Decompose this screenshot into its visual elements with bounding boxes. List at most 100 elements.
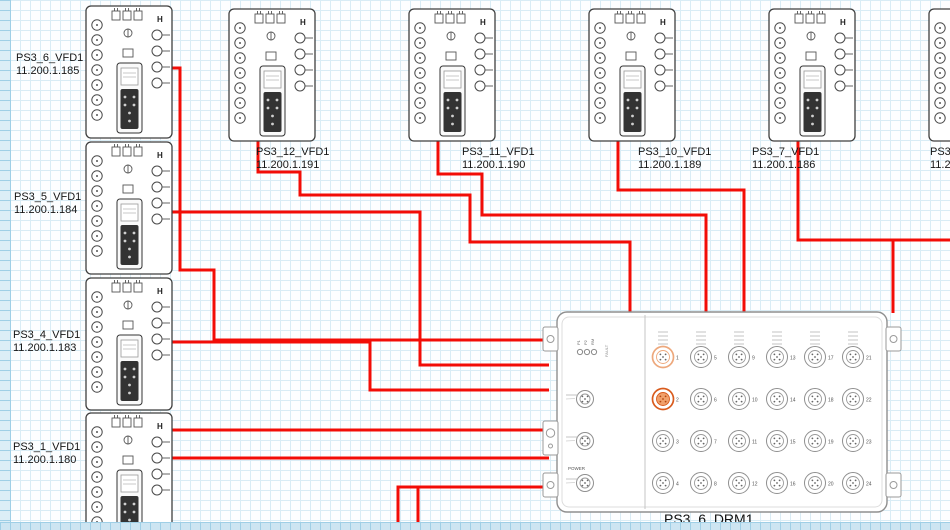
drm-mount-hole: [546, 335, 555, 343]
drm-port-4[interactable]: 4: [652, 472, 680, 494]
vfd-left-terminals[interactable]: [91, 291, 103, 393]
drm-port-number: 4: [676, 482, 679, 488]
vfd-center-symbols-icon: [122, 300, 134, 330]
wire-bottom-a[interactable]: [396, 485, 549, 530]
drm-led-label: P1: [576, 339, 581, 345]
wire-ps3-11[interactable]: [436, 141, 708, 313]
drm-port-19[interactable]: 19: [804, 430, 834, 452]
vfd-device-PS3_11_VFD1[interactable]: H: [408, 8, 496, 142]
vfd-left-terminals[interactable]: [934, 22, 946, 124]
vfd-keypad[interactable]: [259, 65, 286, 137]
vfd-h-marker: H: [840, 18, 846, 27]
drm-port-21[interactable]: 21: [842, 346, 872, 368]
drm-port-20[interactable]: 20: [804, 472, 834, 494]
drm-port-number: 3: [676, 440, 679, 446]
drm-port-18[interactable]: 18: [804, 388, 834, 410]
vfd-right-terminals[interactable]: [294, 32, 313, 92]
vfd-device-PS3_[interactable]: H: [928, 8, 950, 142]
vfd-left-terminals[interactable]: [91, 19, 103, 121]
vfd-right-terminals[interactable]: [151, 29, 170, 89]
drm-port-17[interactable]: 17: [804, 346, 834, 368]
drm-port-23[interactable]: 23: [842, 430, 872, 452]
vfd-left-terminals[interactable]: [234, 22, 246, 124]
drm-port-7[interactable]: 7: [690, 430, 718, 452]
drm-side-port[interactable]: [576, 390, 594, 408]
drm-port-number: 23: [866, 440, 872, 446]
vfd-device-PS3_5_VFD1[interactable]: H: [85, 141, 173, 275]
vfd-left-terminals[interactable]: [414, 22, 426, 124]
vfd-keypad[interactable]: [799, 65, 826, 137]
drm-port-12[interactable]: 12: [728, 472, 758, 494]
vfd-left-terminals[interactable]: [594, 22, 606, 124]
drm-port-9[interactable]: 9: [728, 346, 756, 368]
drm-port-8[interactable]: 8: [690, 472, 718, 494]
vfd-top-connectors-icon: [111, 8, 143, 21]
drm-port-15[interactable]: 15: [766, 430, 796, 452]
sheet-edge-left: [0, 0, 11, 530]
drm-port-number: 2: [676, 398, 679, 404]
drm-port-number: 11: [752, 440, 757, 446]
drm-port-3[interactable]: 3: [652, 430, 680, 452]
vfd-left-terminals[interactable]: [91, 155, 103, 257]
wire-ps3-7[interactable]: [796, 141, 950, 242]
vfd-left-terminals[interactable]: [91, 426, 103, 528]
vfd-right-terminals[interactable]: [834, 32, 853, 92]
drm-mount-hole: [889, 335, 898, 343]
drm-port-16[interactable]: 16: [766, 472, 796, 494]
drm-port-22[interactable]: 22: [842, 388, 872, 410]
vfd-keypad[interactable]: [116, 198, 143, 270]
wire-ps3-4[interactable]: [172, 340, 549, 392]
vfd-h-marker: H: [157, 151, 163, 160]
wire-ps3-5[interactable]: [172, 210, 549, 367]
vfd-top-connectors-icon: [614, 11, 646, 24]
vfd-center-symbols-icon: [122, 435, 134, 465]
drm-port-number: 20: [828, 482, 834, 488]
drm-port-13[interactable]: 13: [766, 346, 796, 368]
vfd-h-marker: H: [480, 18, 486, 27]
vfd-device-PS3_1_VFD1[interactable]: H: [85, 412, 173, 530]
drm-port-6[interactable]: 6: [690, 388, 718, 410]
vfd-device-PS3_7_VFD1[interactable]: H: [768, 8, 856, 142]
drm-led: [590, 348, 598, 356]
vfd-h-marker: H: [157, 287, 163, 296]
drm-port-14[interactable]: 14: [766, 388, 796, 410]
vfd-right-terminals[interactable]: [151, 301, 170, 361]
vfd-keypad[interactable]: [116, 62, 143, 134]
drm-port-number: 1: [676, 356, 679, 362]
drm-side-port[interactable]: [576, 474, 594, 492]
drm-port-number: 7: [714, 440, 717, 446]
vfd-right-terminals[interactable]: [654, 32, 673, 92]
vfd-left-terminals[interactable]: [774, 22, 786, 124]
vfd-device-PS3_12_VFD1[interactable]: H: [228, 8, 316, 142]
wire-ps3-6[interactable]: [172, 66, 549, 342]
vfd-right-terminals[interactable]: [474, 32, 493, 92]
vfd-center-symbols-icon: [805, 31, 817, 61]
drm-port-1[interactable]: 1: [651, 345, 680, 369]
drm-port-11[interactable]: 11: [728, 430, 758, 452]
vfd-device-PS3_4_VFD1[interactable]: H: [85, 277, 173, 411]
drm-port-number: 19: [828, 440, 834, 446]
drm-port-5[interactable]: 5: [690, 346, 718, 368]
vfd-top-connectors-icon: [794, 11, 826, 24]
vfd-keypad[interactable]: [116, 469, 143, 530]
drm-body[interactable]: [556, 311, 888, 513]
vfd-keypad[interactable]: [619, 65, 646, 137]
vfd-device-PS3_6_VFD1[interactable]: H: [85, 5, 173, 139]
drm-port-24[interactable]: 24: [842, 472, 872, 494]
vfd-keypad[interactable]: [116, 334, 143, 406]
drm-fault-label: FAULT: [604, 344, 609, 357]
wire-ps3-10[interactable]: [616, 141, 746, 313]
vfd-top-connectors-icon: [111, 415, 143, 428]
vfd-keypad[interactable]: [439, 65, 466, 137]
drm-port-number: 6: [714, 398, 717, 404]
vfd-device-PS3_10_VFD1[interactable]: H: [588, 8, 676, 142]
vfd-right-terminals[interactable]: [151, 165, 170, 225]
drm-port-10[interactable]: 10: [728, 388, 758, 410]
drm-port-2[interactable]: 2: [651, 387, 680, 411]
drm-side-port[interactable]: [576, 432, 594, 450]
vfd-right-terminals[interactable]: [151, 436, 170, 496]
wire-ps3-12[interactable]: [256, 141, 632, 313]
drm-led-label: RM: [590, 339, 595, 345]
